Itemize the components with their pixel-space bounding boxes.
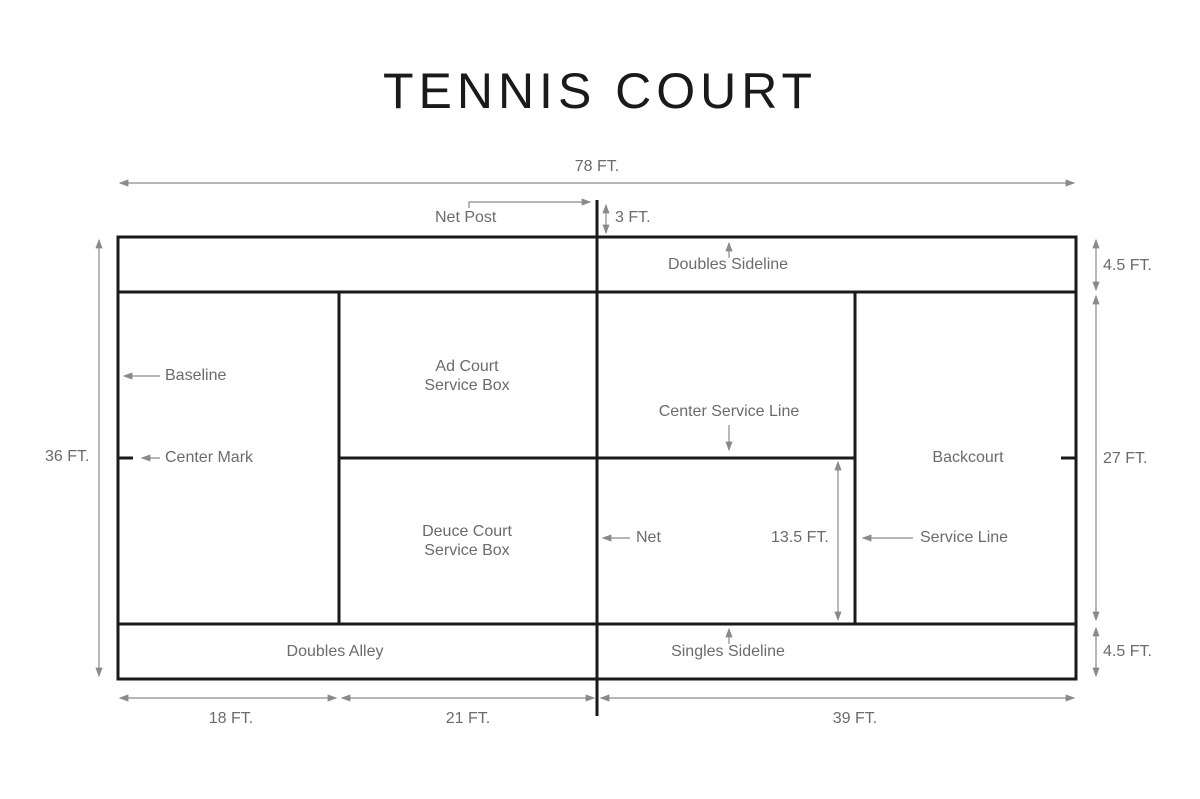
baseline-to-service-label: 18 FT. xyxy=(208,710,254,727)
court-lines xyxy=(116,200,1078,716)
net-post-arrow xyxy=(468,198,592,208)
backcourt-label: Backcourt xyxy=(932,449,1004,466)
singles-width-label: 27 FT. xyxy=(1103,450,1148,467)
bottom-alley-width-label: 4.5 FT. xyxy=(1103,643,1152,660)
top-alley-width-label: 4.5 FT. xyxy=(1103,257,1152,274)
total-width-label: 36 FT. xyxy=(45,448,90,465)
half-court-label: 39 FT. xyxy=(832,710,878,727)
net-post-height-label: 3 FT. xyxy=(615,209,651,226)
center-service-line-label: Center Service Line xyxy=(658,403,800,420)
ad-court-service-box-label: Ad Court Service Box xyxy=(424,358,510,394)
net-post-label: Net Post xyxy=(435,209,497,226)
dimension-lines xyxy=(95,179,1100,702)
diagram-title: TENNIS COURT xyxy=(382,63,818,119)
net-label: Net xyxy=(636,529,661,546)
deuce-court-service-box-label: Deuce Court Service Box xyxy=(422,523,512,559)
singles-sideline-label: Singles Sideline xyxy=(671,643,785,660)
service-box-width-label: 13.5 FT. xyxy=(771,529,829,546)
total-length-label: 78 FT. xyxy=(574,158,620,175)
baseline-label: Baseline xyxy=(165,367,227,384)
doubles-sideline-label: Doubles Sideline xyxy=(667,256,789,273)
center-mark-label: Center Mark xyxy=(165,449,254,466)
service-to-net-label: 21 FT. xyxy=(445,710,491,727)
service-line-label: Service Line xyxy=(920,529,1009,546)
doubles-alley-label: Doubles Alley xyxy=(286,643,384,660)
